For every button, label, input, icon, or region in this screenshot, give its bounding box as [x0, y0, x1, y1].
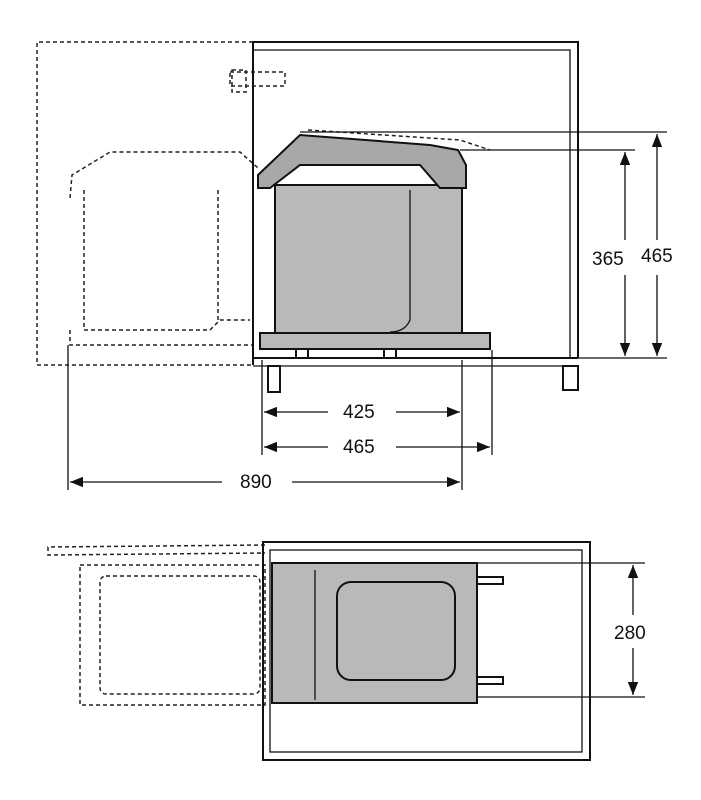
bin-base-frame: [259, 332, 491, 350]
bin-plan-lid: [336, 581, 456, 681]
dim-bin-height: 365: [592, 249, 624, 270]
waste-bin-plan: [271, 562, 504, 704]
dim-total-height: 465: [641, 246, 673, 267]
top-view: 280: [47, 541, 646, 761]
dimension-lines-plan: [477, 562, 645, 698]
dim-unit-depth: 465: [343, 437, 375, 458]
dim-bin-depth: 425: [343, 402, 375, 423]
dim-bin-width: 280: [614, 623, 646, 644]
cabinet-plan: [262, 541, 591, 761]
cabinet-leg: [267, 365, 281, 393]
extended-drawer-outline: [79, 564, 266, 706]
side-view: 365 465 425 465 890: [36, 41, 673, 493]
bin-lid: [257, 133, 467, 189]
bin-body: [274, 184, 463, 336]
extended-bin-outline: [69, 151, 259, 346]
waste-bin: [257, 133, 491, 359]
dim-extended-length: 890: [240, 472, 272, 493]
dimension-lines: [67, 131, 667, 490]
rail: [476, 576, 504, 585]
extended-cabinet-outline: [36, 41, 286, 366]
rail: [476, 676, 504, 685]
cabinet-leg: [562, 365, 579, 391]
